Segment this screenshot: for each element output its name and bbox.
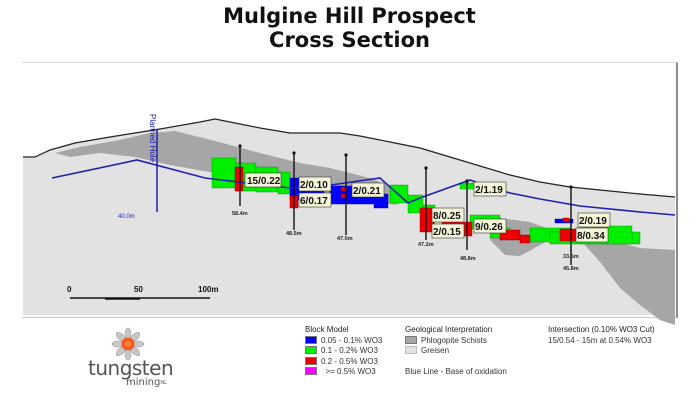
greisen-area xyxy=(23,119,675,315)
logo-wordmark: tungsten xyxy=(88,356,174,380)
intersection-label-4: 2/0.21 xyxy=(353,186,381,197)
legend-intersection-heading: Intersection (0.10% WO3 Cut) xyxy=(548,325,655,334)
legend-item-low: 0.05 - 0.1% WO3 xyxy=(305,335,383,347)
hole-depth-4: 47.2m xyxy=(418,242,434,248)
planned-hole-label: Planned Hole xyxy=(148,114,157,163)
swatch-schist xyxy=(405,335,417,344)
base-of-oxidation-line xyxy=(51,159,676,216)
legend-intersection: Intersection (0.10% WO3 Cut) 15/0.54 - 1… xyxy=(548,325,655,346)
legend-item-label: Phlogopite Schists xyxy=(421,335,487,345)
scale-bar: 0 50 100m xyxy=(67,285,218,300)
legend-geology: Geological Interpretation Phlogopite Sch… xyxy=(405,325,507,377)
swatch-greisen xyxy=(405,346,417,354)
intersection-label-2: 2/0.10 xyxy=(300,180,328,191)
legend-intersection-example: 15/0.54 - 15m at 0.54% WO3 xyxy=(548,335,652,345)
hole-depth-2: 48.5m xyxy=(286,231,302,237)
intersection-label-8: 9/0.26 xyxy=(475,222,503,233)
title-line-2: Cross Section xyxy=(269,28,430,52)
legend-geology-heading: Geological Interpretation xyxy=(405,325,493,334)
intersection-label-5: 2/1.19 xyxy=(475,185,503,196)
hole-depth-5: 48.8m xyxy=(460,256,476,262)
legend-block-model: Block Model 0.05 - 0.1% WO3 0.1 - 0.2% W… xyxy=(305,325,382,378)
scale-tick-0: 0 xyxy=(67,285,72,294)
hole-depth-6: 33.5m xyxy=(563,254,579,260)
tungsten-mining-logo-icon xyxy=(111,327,145,361)
intersection-label-3: 6/0.17 xyxy=(300,196,328,207)
legend-item-label: 0.1 - 0.2% WO3 xyxy=(321,346,378,355)
legend-item-label: >= 0.5% WO3 xyxy=(325,367,376,376)
hole-depth-7: 45.8m xyxy=(563,266,579,272)
title-line-1: Mulgine Hill Prospect xyxy=(223,4,476,28)
planned-hole-depth: 40.0m xyxy=(118,214,135,220)
legend-item-schist: Phlogopite Schists xyxy=(405,335,507,347)
swatch-magenta xyxy=(305,367,317,375)
topography-line xyxy=(23,118,676,198)
legend-blue-line-note: Blue Line - Base of oxidation xyxy=(405,366,507,376)
legend-item-high: 0.2 - 0.5% WO3 xyxy=(305,356,382,368)
legend-item-label: Greisen xyxy=(421,346,450,355)
logo-sub: miningNL xyxy=(126,378,167,388)
legend-item-mid: 0.1 - 0.2% WO3 xyxy=(305,346,382,357)
scale-tick-50: 50 xyxy=(134,285,143,294)
intersection-label-1: 15/0.22 xyxy=(247,176,281,187)
intersection-label-7: 2/0.15 xyxy=(433,227,461,238)
legend-item-vhigh: >= 0.5% WO3 xyxy=(305,367,382,378)
page-title: Mulgine Hill Prospect Cross Section xyxy=(0,4,699,52)
intersection-label-6: 8/0.25 xyxy=(433,211,461,222)
swatch-green xyxy=(305,346,317,354)
logo-suffix: NL xyxy=(160,380,167,386)
intersection-label-9: 2/0.19 xyxy=(579,216,607,227)
legend-block-model-heading: Block Model xyxy=(305,325,349,334)
scale-tick-100: 100m xyxy=(198,285,218,294)
swatch-blue xyxy=(305,335,317,344)
legend-item-greisen: Greisen xyxy=(405,346,507,357)
hole-depth-3: 47.0m xyxy=(337,236,353,242)
hole-depth-1: 58.4m xyxy=(232,211,248,217)
intersection-label-10: 8/0.34 xyxy=(577,231,605,242)
logo-word-tungsten: tungsten xyxy=(88,356,174,380)
legend-item-label: 0.05 - 0.1% WO3 xyxy=(321,335,383,345)
schist-right xyxy=(578,233,675,325)
swatch-red xyxy=(305,356,317,365)
logo-word-mining: mining xyxy=(126,377,161,388)
drill-holes xyxy=(239,146,572,265)
legend-item-label: 0.2 - 0.5% WO3 xyxy=(321,356,378,366)
